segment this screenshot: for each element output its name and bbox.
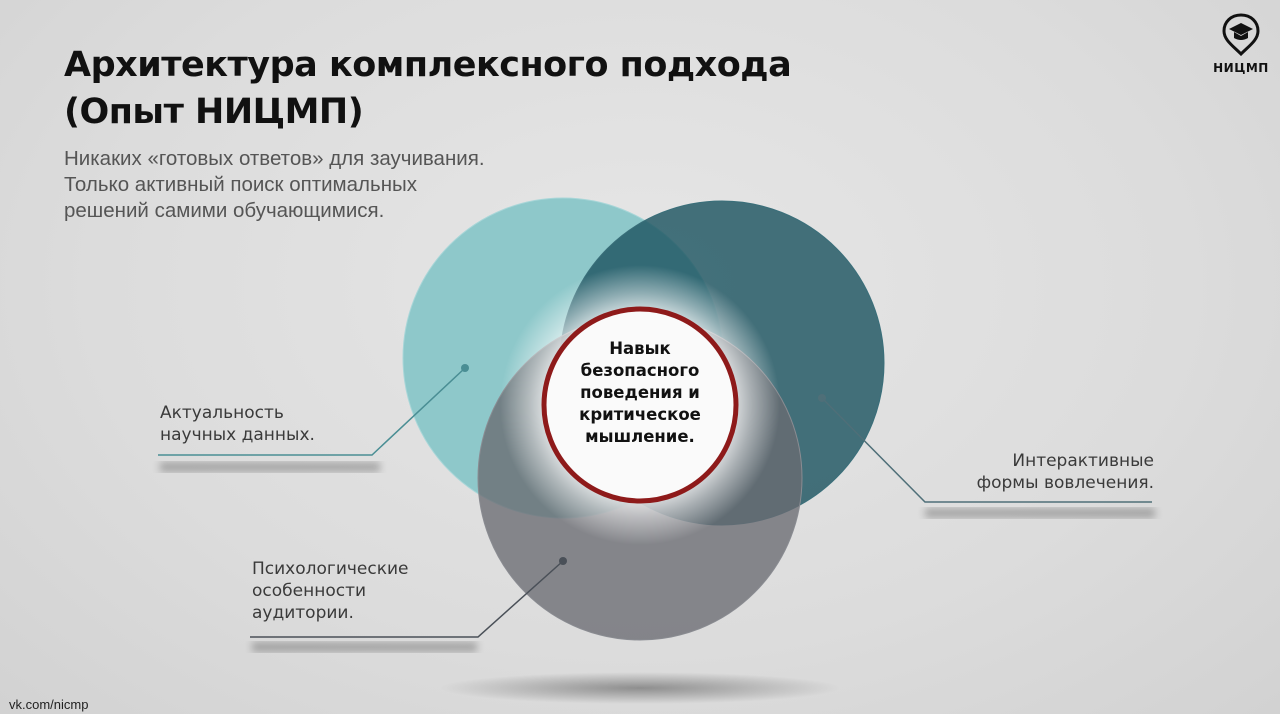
subtitle: Никаких «готовых ответов» для заучивания…	[64, 146, 485, 224]
graduation-cap-pin-icon	[1222, 13, 1260, 57]
center-line: мышление.	[585, 427, 695, 446]
center-ring	[541, 306, 739, 504]
label-bottom: Психологические особенности аудитории.	[252, 558, 409, 624]
label-line: научных данных.	[160, 425, 315, 445]
label-line: Интерактивные	[1012, 451, 1154, 471]
label-left: Актуальность научных данных.	[160, 402, 315, 446]
callout-right	[818, 394, 1152, 503]
label-right: Интерактивные формы вовлечения.	[930, 450, 1154, 494]
label-line: Актуальность	[160, 403, 284, 423]
logo: НИЦМП	[1210, 12, 1272, 75]
center-line: безопасного	[580, 361, 700, 380]
subtitle-line: решений самими обучающимися.	[64, 199, 385, 222]
center-line: поведения и	[580, 383, 700, 402]
label-line: формы вовлечения.	[976, 473, 1154, 493]
label-line: особенности	[252, 581, 367, 601]
title-line-1: Архитектура комплексного подхода	[64, 45, 792, 85]
label-line: Психологические	[252, 559, 409, 579]
subtitle-line: Только активный поиск оптимальных	[64, 173, 417, 196]
center-disc	[544, 309, 736, 501]
ground-shadow	[440, 672, 840, 704]
callout-bottom	[250, 557, 567, 638]
logo-text: НИЦМП	[1213, 61, 1269, 75]
callout-left	[158, 364, 469, 456]
label-line: аудитории.	[252, 603, 354, 623]
footer-link[interactable]: vk.com/nicmp	[9, 697, 89, 712]
page-title: Архитектура комплексного подхода (Опыт Н…	[64, 42, 792, 136]
center-line: Навык	[609, 339, 671, 358]
title-line-2: (Опыт НИЦМП)	[64, 92, 364, 132]
center-label: Навык безопасного поведения и критическо…	[560, 338, 720, 448]
center-line: критическое	[579, 405, 701, 424]
subtitle-line: Никаких «готовых ответов» для заучивания…	[64, 147, 485, 170]
